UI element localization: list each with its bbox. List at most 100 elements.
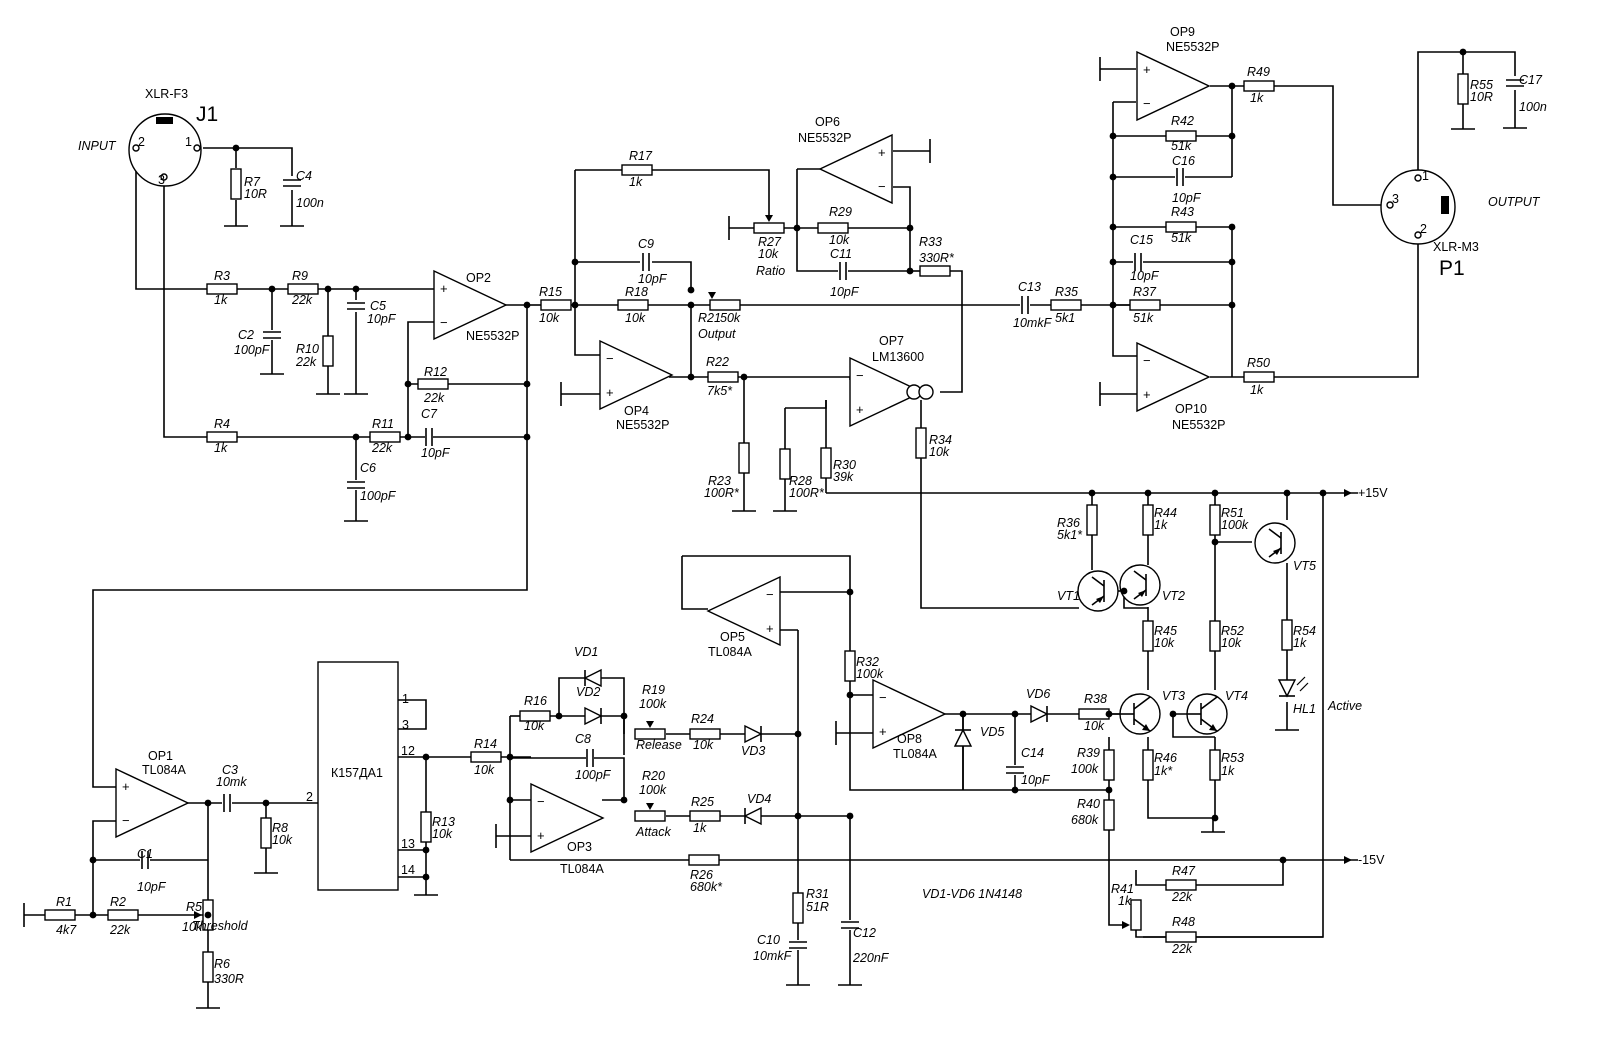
resistor-r43: [1165, 221, 1197, 233]
resistor-r38: [1078, 708, 1110, 720]
svg-text:+: +: [856, 402, 864, 417]
resistor-r24: [689, 728, 721, 740]
resistor-value-r5: 10k: [182, 920, 203, 934]
opamp-ref-op5: OP5: [720, 630, 745, 644]
junction-dot: [268, 285, 276, 293]
resistor-value-r37: 51k: [1133, 311, 1154, 325]
resistor-r16: [519, 710, 551, 722]
transistor-vt3: [1119, 693, 1161, 735]
opamp-part-op6: NE5532P: [798, 131, 852, 145]
junction-dot: [1228, 223, 1236, 231]
capacitor-ref-c9: C9: [638, 237, 654, 251]
capacitor-value-c9: 10pF: [638, 272, 668, 286]
opamp-op8: −+: [872, 678, 947, 750]
svg-text:−: −: [879, 690, 887, 705]
resistor-value-r15: 10k: [539, 311, 560, 325]
resistor-value-r21: 50k: [720, 311, 741, 325]
ic-pin: 3: [402, 718, 409, 732]
resistor-r12: [417, 378, 449, 390]
wire: [849, 681, 873, 696]
wiper-arrow: [646, 721, 654, 728]
svg-text:−: −: [122, 813, 130, 828]
junction-dot: [1105, 710, 1113, 718]
resistor-r27: [753, 222, 785, 234]
wires: [24, 51, 1516, 1008]
capacitor-value-c10: 10mkF: [753, 949, 793, 963]
transistor-ref-vt3: VT3: [1162, 689, 1185, 703]
resistor-value-r10: 22k: [295, 355, 317, 369]
capacitor-c17: [1506, 79, 1524, 87]
opamp-part-op5: TL084A: [708, 645, 752, 659]
junction-dot: [324, 285, 332, 293]
junction-dot: [506, 753, 514, 761]
pin-label: 2: [1420, 222, 1427, 236]
transistor-vt4: [1186, 693, 1228, 735]
release-label: Release: [636, 738, 682, 752]
capacitor-ref-c16: C16: [1172, 154, 1195, 168]
diode-vd3: [744, 724, 763, 744]
wire: [1196, 860, 1284, 886]
resistor-r14: [470, 751, 502, 763]
wire: [1135, 870, 1166, 886]
resistor-r52: [1209, 620, 1221, 652]
wire: [920, 458, 1079, 609]
capacitor-ref-c5: C5: [370, 299, 386, 313]
resistor-r28: [779, 448, 791, 480]
junction-dot: [1459, 48, 1467, 56]
ic-k157da1: [317, 661, 399, 891]
resistor-ref-r27: R27: [758, 235, 782, 249]
resistor-ref-r4: R4: [214, 417, 230, 431]
resistor-ref-r30: R30: [833, 458, 856, 472]
diode-ref-vd1: VD1: [574, 645, 598, 659]
pin-label: 1: [185, 135, 192, 149]
ic-name: К157ДА1: [331, 766, 383, 780]
ic-pin: 2: [306, 790, 313, 804]
resistor-ref-r29: R29: [829, 205, 852, 219]
resistor-value-r30: 39k: [833, 470, 854, 484]
capacitor-c1: [141, 851, 149, 869]
capacitor-c9: [642, 253, 650, 271]
diode-vd2: [584, 706, 603, 726]
svg-text:−: −: [440, 315, 448, 330]
capacitor-ref-c2: C2: [238, 328, 254, 342]
junction-dot: [1088, 489, 1096, 497]
opamp-ref-op3: OP3: [567, 840, 592, 854]
wire: [785, 400, 827, 409]
wire: [203, 147, 237, 168]
wire: [1112, 305, 1137, 357]
opamp-ref-op9: OP9: [1170, 25, 1195, 39]
wire: [682, 555, 851, 592]
capacitor-value-c6: 100pF: [360, 489, 397, 503]
ic-pin: 12: [401, 744, 415, 758]
junction-dot: [793, 224, 801, 232]
resistor-r44: [1142, 504, 1154, 536]
junction-dot: [1105, 786, 1113, 794]
resistor-r25: [689, 810, 721, 822]
connector-ref-j1: J1: [196, 103, 218, 126]
resistor-ref-r45: R45: [1154, 624, 1177, 638]
svg-text:+: +: [879, 724, 887, 739]
pin-label: 2: [138, 135, 145, 149]
wire: [1172, 714, 1215, 738]
junction-dot: [1211, 814, 1219, 822]
resistor-ref-r41: R41: [1111, 882, 1134, 896]
capacitor-ref-c8: C8: [575, 732, 591, 746]
opamp-op10: −+: [1136, 341, 1211, 413]
led-ref: HL1: [1293, 702, 1316, 716]
wire: [652, 261, 692, 290]
opamp-op2: +−: [433, 269, 508, 341]
connector-type-j1: XLR-F3: [145, 87, 188, 101]
resistor-value-r48: 22k: [1171, 942, 1193, 956]
junction-dot: [846, 588, 854, 596]
capacitor-ref-c14: C14: [1021, 746, 1044, 760]
resistor-value-r24: 10k: [693, 738, 714, 752]
wire: [92, 820, 116, 915]
junction-dot: [352, 433, 360, 441]
output-pot-label: Output: [698, 327, 736, 341]
resistor-ref-r10: R10: [296, 342, 319, 356]
junction-dot: [1228, 258, 1236, 266]
resistor-r47: [1165, 879, 1197, 891]
wiper-arrow: [765, 215, 773, 222]
resistor-ref-r37: R37: [1133, 285, 1157, 299]
resistor-ref-r11: R11: [372, 417, 394, 431]
